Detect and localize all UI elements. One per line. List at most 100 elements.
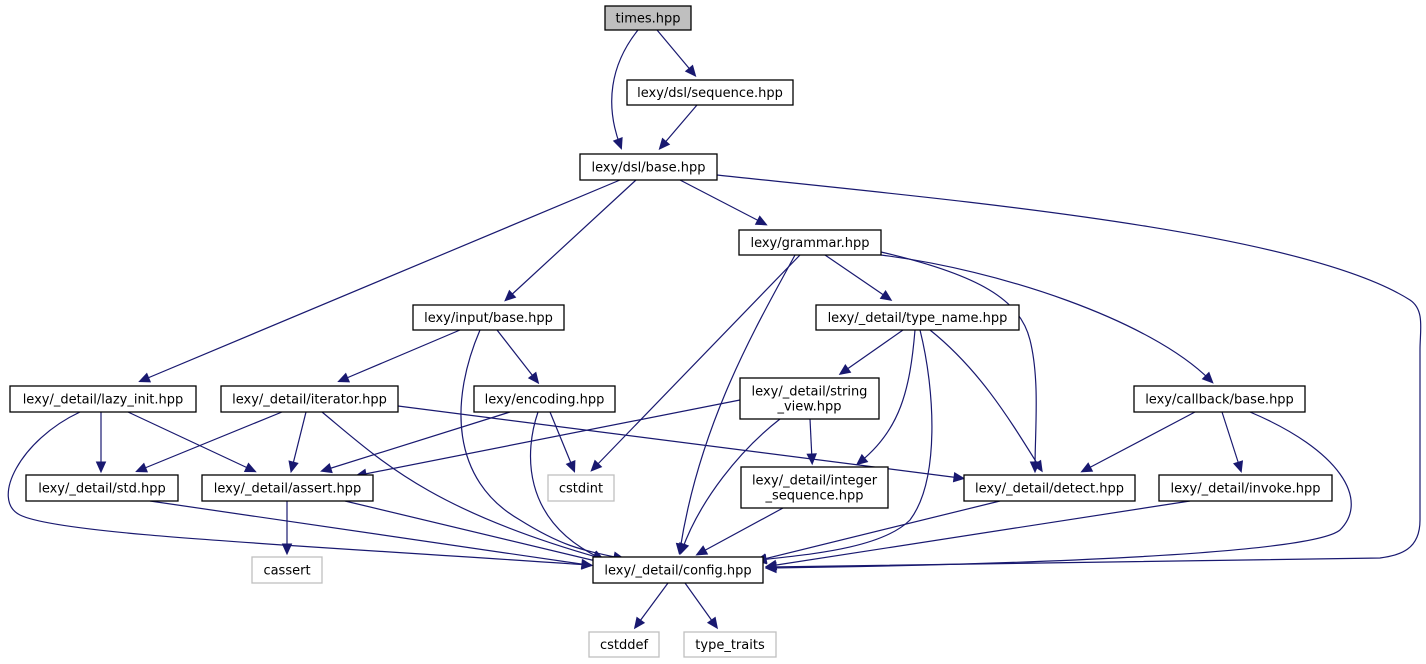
- edge-line: [661, 104, 698, 147]
- edge-line: [769, 411, 1352, 569]
- edge-detect-to-config: [754, 500, 1001, 564]
- edge-line: [1084, 411, 1196, 471]
- arrowhead-icon: [565, 459, 576, 473]
- edge-line: [149, 500, 589, 566]
- node-type-name[interactable]: lexy/_detail/type_name.hpp: [815, 304, 1020, 331]
- node-detect[interactable]: lexy/_detail/detect.hpp: [963, 474, 1136, 502]
- edge-config-to-cstddef: [633, 582, 669, 630]
- edge-grammar-to-detect: [880, 251, 1041, 474]
- node-box: [201, 474, 374, 502]
- node-input-base[interactable]: lexy/input/base.hpp: [412, 304, 565, 331]
- edge-line: [759, 329, 933, 561]
- edge-line: [759, 500, 1001, 561]
- edge-type_name-to-integer_sequence: [855, 329, 916, 466]
- node-label: lexy/grammar.hpp: [750, 236, 869, 251]
- edge-line: [679, 179, 764, 224]
- edge-line: [321, 411, 601, 559]
- node-box: [9, 385, 197, 413]
- node-box: [963, 474, 1136, 502]
- node-label: lexy/_detail/invoke.hpp: [1170, 482, 1320, 497]
- edge-grammar-to-cstdint: [590, 254, 801, 472]
- node-box: [626, 79, 794, 106]
- node-dsl-base[interactable]: lexy/dsl/base.hpp: [579, 153, 718, 181]
- node-label: times.hpp: [615, 12, 680, 27]
- arrowhead-icon: [527, 371, 540, 385]
- node-box: [412, 304, 565, 331]
- node-label: lexy/_detail/assert.hpp: [214, 482, 361, 497]
- edge-encoding-to-cstdint: [549, 411, 576, 473]
- arrowhead-icon: [1080, 462, 1094, 473]
- node-type-traits: type_traits: [683, 631, 777, 658]
- arrowhead-icon: [590, 459, 603, 472]
- node-label: lexy/_detail/type_name.hpp: [828, 311, 1008, 326]
- edge-line: [324, 411, 511, 471]
- arrowhead-icon: [879, 289, 893, 301]
- node-label: lexy/_detail/integer: [752, 474, 878, 489]
- nodes-layer: times.hpp lexy/dsl/sequence.hpp lexy/dsl/b…: [9, 5, 1333, 658]
- edge-assert-to-cassert: [281, 501, 293, 556]
- arrowhead-icon: [952, 471, 966, 483]
- edge-line: [880, 251, 1037, 469]
- edge-lazy_init-to-std: [95, 412, 107, 474]
- edge-line: [139, 411, 283, 471]
- arrowhead-icon: [838, 363, 852, 375]
- node-label: lexy/_detail/std.hpp: [38, 482, 166, 497]
- edge-line: [716, 174, 1422, 568]
- edge-times-to-dsl_base: [611, 29, 639, 150]
- node-iterator[interactable]: lexy/_detail/iterator.hpp: [220, 385, 399, 413]
- edge-line: [127, 411, 253, 471]
- node-box: [220, 385, 399, 413]
- edge-line: [684, 582, 716, 626]
- edge-grammar-to-type_name: [824, 254, 893, 301]
- node-encoding[interactable]: lexy/encoding.hpp: [473, 385, 616, 413]
- edge-line: [929, 329, 1041, 469]
- arrowhead-icon: [281, 543, 293, 556]
- node-dsl-sequence[interactable]: lexy/dsl/sequence.hpp: [626, 79, 794, 106]
- node-label: lexy/_detail/iterator.hpp: [232, 393, 387, 408]
- arrowhead-icon: [504, 289, 517, 302]
- node-lazy-init[interactable]: lexy/_detail/lazy_init.hpp: [9, 385, 197, 413]
- edge-input_base-to-config: [460, 329, 626, 562]
- node-integer-sequence[interactable]: lexy/_detail/integer_sequence.hpp: [740, 466, 889, 509]
- arrowhead-icon: [138, 372, 152, 383]
- edge-line: [593, 254, 801, 469]
- node-box: [604, 5, 692, 31]
- edge-line: [842, 329, 904, 373]
- node-box: [251, 556, 323, 584]
- edge-encoding-to-assert: [320, 411, 511, 474]
- node-box: [588, 631, 660, 658]
- edge-input_base-to-iterator: [337, 329, 461, 383]
- edge-line: [681, 418, 781, 551]
- node-grammar[interactable]: lexy/grammar.hpp: [738, 229, 882, 256]
- edge-line: [769, 500, 1191, 567]
- arrowhead-icon: [658, 137, 671, 150]
- node-assert[interactable]: lexy/_detail/assert.hpp: [201, 474, 374, 502]
- node-box: [815, 304, 1020, 331]
- edge-line: [679, 254, 796, 551]
- node-box: [1158, 474, 1333, 502]
- node-label: lexy/_detail/string: [752, 385, 868, 400]
- arrowhead-icon: [695, 545, 709, 556]
- edge-type_name-to-string_view: [838, 329, 904, 375]
- edge-dsl_sequence-to-dsl_base: [658, 104, 698, 150]
- edge-line: [142, 179, 621, 381]
- node-cstddef: cstddef: [588, 631, 660, 658]
- node-callback-base[interactable]: lexy/callback/base.hpp: [1133, 385, 1306, 413]
- edge-line: [291, 411, 307, 469]
- node-string-view[interactable]: lexy/_detail/string_view.hpp: [739, 377, 880, 420]
- node-std[interactable]: lexy/_detail/std.hpp: [25, 474, 179, 502]
- edge-line: [344, 500, 601, 563]
- node-box: [1133, 385, 1306, 413]
- node-config[interactable]: lexy/_detail/config.hpp: [592, 556, 764, 584]
- edge-callback_base-to-invoke: [1221, 411, 1244, 473]
- node-cassert: cassert: [251, 556, 323, 584]
- edge-line: [529, 411, 601, 559]
- node-invoke[interactable]: lexy/_detail/invoke.hpp: [1158, 474, 1333, 502]
- node-box: [740, 466, 889, 509]
- edge-lazy_init-to-assert: [127, 411, 257, 473]
- edge-line: [341, 329, 461, 381]
- node-box: [738, 229, 882, 256]
- edge-line: [636, 582, 669, 626]
- edge-line: [824, 254, 889, 299]
